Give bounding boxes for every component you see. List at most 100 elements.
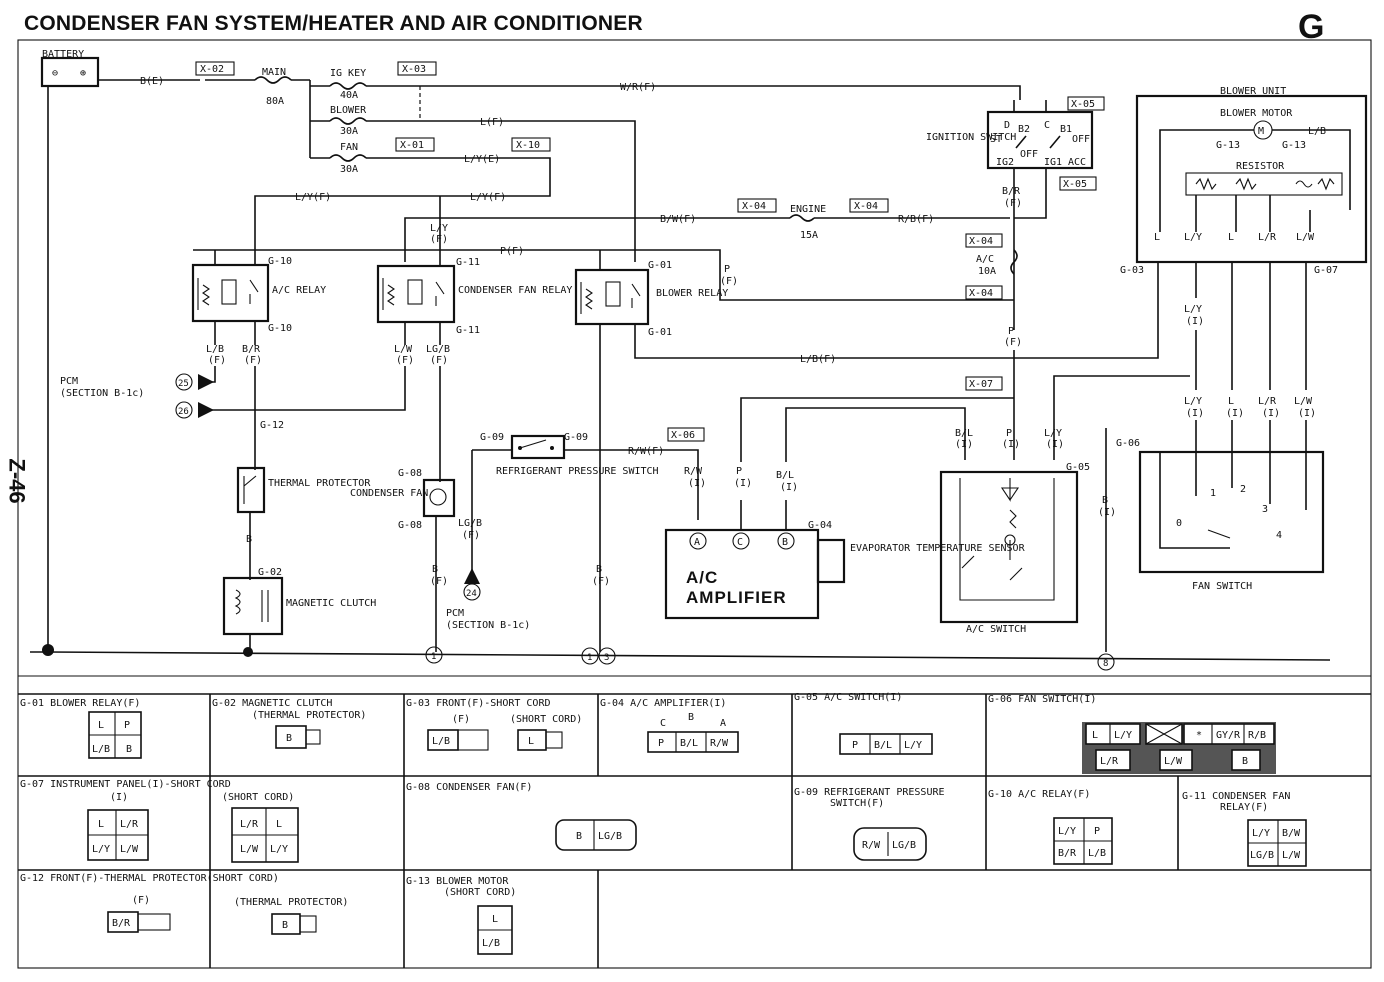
diagram-label: (F) — [720, 276, 738, 287]
diagram-label: A/C RELAY — [272, 285, 326, 296]
diagram-label: R/W — [710, 738, 729, 749]
diagram-label: THERMAL PROTECTOR — [268, 478, 371, 489]
diagram-label: (F) — [132, 895, 150, 906]
diagram-label: LG/B — [892, 840, 916, 851]
diagram-label: A/C — [686, 568, 718, 587]
diagram-label: ⊖ — [52, 68, 58, 79]
diagram-label: L/W — [1282, 850, 1301, 861]
diagram-label: G-06 FAN SWITCH(I) — [988, 694, 1096, 705]
diagram-label: P — [1008, 326, 1014, 337]
diagram-label: BLOWER UNIT — [1220, 86, 1286, 97]
diagram-label: L/B — [432, 736, 450, 747]
diagram-label: G-08 — [398, 520, 422, 531]
diagram-label: L/Y — [904, 740, 922, 751]
diagram-label: L — [1092, 730, 1098, 741]
diagram-label: 8 — [1103, 659, 1108, 669]
wire-label: B(E) — [140, 76, 164, 87]
diagram-label: L/Y — [1184, 232, 1202, 243]
diagram-label: (F) — [430, 576, 448, 587]
diagram-label: (THERMAL PROTECTOR) — [252, 710, 366, 721]
diagram-label: P — [1094, 826, 1100, 837]
diagram-label: ENGINE — [790, 204, 826, 215]
diagram-label: 15A — [800, 230, 818, 241]
diagram-label: BATTERY — [42, 49, 84, 60]
diagram-label: W/R(F) — [620, 82, 656, 93]
diagram-label: * — [1196, 730, 1202, 741]
connector-table — [18, 693, 1371, 968]
diagram-label: GY/R — [1216, 730, 1241, 741]
diagram-label: B/L — [680, 738, 698, 749]
diagram-label: B — [1102, 495, 1108, 506]
diagram-label: CONDENSER FAN RELAY — [458, 285, 572, 296]
diagram-label: X-03 — [402, 64, 426, 75]
diagram-label: L/R — [1100, 756, 1119, 767]
diagram-label: R/W(F) — [628, 446, 664, 457]
diagram-label: 30A — [340, 164, 358, 175]
diagram-label: (I) — [734, 478, 752, 489]
diagram-label: B — [432, 564, 438, 575]
diagram-label: L/R — [1258, 232, 1277, 243]
diagram-label: L/Y(F) — [470, 192, 506, 203]
diagram-label: (I) — [1262, 408, 1280, 419]
diagram-label: G-11 — [456, 257, 480, 268]
diagram-label: L — [1154, 232, 1160, 243]
diagram-label: G-11 — [456, 325, 480, 336]
diagram-label: G-12 FRONT(F)-THERMAL PROTECTOR(SHORT CO… — [20, 873, 279, 884]
diagram-label: (I) — [1186, 316, 1204, 327]
diagram-label: (I) — [110, 792, 128, 803]
diagram-label: (SECTION B-1c) — [60, 388, 144, 399]
diagram-label: X-05 — [1063, 179, 1087, 190]
diagram-label: 0 — [1176, 518, 1182, 529]
diagram-label: 3 — [604, 653, 609, 663]
diagram-label: ST — [990, 134, 1002, 145]
diagram-label: G-11 CONDENSER FAN — [1182, 791, 1290, 802]
diagram-label: L/R — [120, 819, 139, 830]
diagram-label: OFF — [1020, 149, 1038, 160]
diagram-label: (F) — [1004, 337, 1022, 348]
diagram-label: G-12 — [260, 420, 284, 431]
diagram-label: (I) — [1186, 408, 1204, 419]
diagram-label: L/B — [206, 344, 224, 355]
diagram-label: L/Y — [1044, 428, 1062, 439]
diagram-label: G-09 — [564, 432, 588, 443]
diagram-label: EVAPORATOR TEMPERATURE SENSOR — [850, 543, 1026, 554]
diagram-label: SWITCH(F) — [830, 798, 884, 809]
diagram-label: LG/B — [598, 831, 622, 842]
diagram-label: G-01 — [648, 327, 672, 338]
diagram-label: X-04 — [969, 288, 993, 299]
diagram-label: B — [688, 712, 694, 723]
diagram-label: R/B(F) — [898, 214, 934, 225]
diagram-label: (F) — [452, 714, 470, 725]
diagram-label: C — [737, 537, 743, 548]
connector-x02 — [195, 61, 235, 76]
diagram-label: 24 — [466, 589, 477, 599]
diagram-label: G-04 — [808, 520, 832, 531]
diagram-label: X-07 — [969, 379, 993, 390]
diagram-label: 26 — [178, 407, 189, 417]
diagram-label: B1 — [1060, 124, 1072, 135]
diagram-label: G-03 FRONT(F)-SHORT CORD — [406, 698, 551, 709]
diagram-label: RELAY(F) — [1220, 802, 1268, 813]
diagram-label: B/L — [776, 470, 794, 481]
diagram-label: P — [658, 738, 664, 749]
pcm-pin-26 — [175, 401, 193, 419]
diagram-label: (I) — [1098, 507, 1116, 518]
diagram-label: (I) — [1002, 439, 1020, 450]
diagram-label: (I) — [1226, 408, 1244, 419]
diagram-label: X-04 — [854, 201, 878, 212]
diagram-label: B/R — [112, 918, 131, 929]
thermal-protector — [236, 466, 266, 514]
diagram-label: 2 — [1240, 484, 1246, 495]
diagram-label: B — [576, 831, 582, 842]
diagram-label: R/B — [1248, 730, 1266, 741]
diagram-label: G-01 — [648, 260, 672, 271]
diagram-label: 4 — [1276, 530, 1282, 541]
diagram-label: (I) — [1046, 439, 1064, 450]
diagram-label: P(F) — [500, 246, 524, 257]
condenser-fan-relay: G-11 G-11 CONDENSER FAN RELAY — [376, 257, 572, 336]
diagram-label: MAGNETIC CLUTCH — [286, 598, 376, 609]
diagram-label: L/W — [1296, 232, 1315, 243]
diagram-label: C — [660, 718, 666, 729]
